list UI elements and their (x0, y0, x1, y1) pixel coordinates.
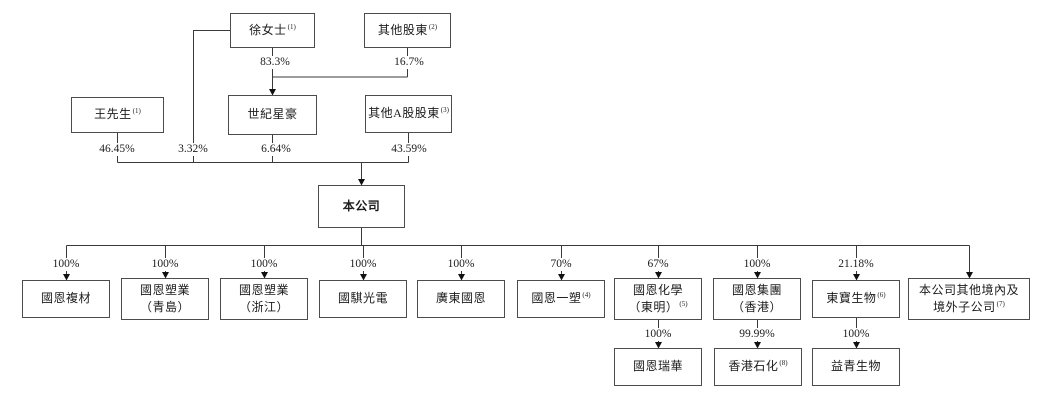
footnote-sup: (6) (877, 291, 886, 300)
footnote-sup: (5) (679, 300, 688, 308)
percent-shiji-to-company: 6.64% (258, 143, 294, 156)
percent-to-fucai: 100% (49, 258, 83, 271)
node-xu-lady: 徐女士(1) (230, 13, 315, 48)
footnote-sup: (1) (132, 107, 141, 116)
node-guoen-yisu: 國恩一塑(4) (517, 280, 605, 318)
node-the-company: 本公司 (318, 185, 405, 228)
footnote-sup: (2) (428, 22, 438, 31)
node-guoen-group-hk: 國恩集團 （香港） (713, 278, 801, 320)
percent-xu-to-shiji: 83.3% (257, 56, 293, 69)
node-other-shareholders: 其他股東(2) (364, 13, 451, 48)
percent-to-yisu: 70% (547, 258, 575, 271)
node-guoen-huaxue-dongming: 國恩化學 （東明）(5) (614, 278, 702, 320)
arrowheads (63, 89, 973, 349)
footnote-sup: (3) (440, 106, 449, 115)
footnote-sup: (7) (996, 300, 1005, 308)
node-guoqi-guangdian: 國騏光電 (319, 280, 407, 318)
percent-to-guangdian: 100% (346, 258, 380, 271)
percent-to-suye-zhejiang: 100% (247, 258, 281, 271)
footnote-sup: (8) (779, 359, 788, 368)
percent-others-to-shiji: 16.7% (391, 56, 427, 69)
percent-wang-to-company: 46.45% (96, 143, 138, 156)
percent-to-yiqing: 100% (839, 328, 873, 341)
percent-xu-to-company: 3.32% (175, 143, 211, 156)
percent-to-dongbao: 21.18% (835, 258, 877, 271)
node-yiqing-bio: 益青生物 (812, 348, 900, 386)
percent-to-huaxue: 67% (644, 258, 672, 271)
percent-to-suye-qingdao: 100% (148, 258, 182, 271)
percent-othera-to-company: 43.59% (388, 143, 430, 156)
node-other-a-shareholders: 其他A股股東(3) (365, 95, 452, 133)
node-other-subsidiaries: 本公司其他境內及 境外子公司(7) (908, 278, 1030, 320)
node-shiji-xinghao: 世紀星豪 (228, 95, 317, 135)
footnote-sup: (1) (287, 22, 296, 31)
node-mr-wang: 王先生(1) (71, 97, 164, 133)
node-guoen-suye-zhejiang: 國恩塑業 （浙江） (220, 278, 308, 320)
node-guangdong-guoen: 廣東國恩 (417, 280, 505, 318)
percent-to-guangdong: 100% (444, 258, 478, 271)
percent-to-jituan: 100% (740, 258, 774, 271)
node-hongkong-petrochemical: 香港石化(8) (714, 348, 802, 386)
footnote-sup: (4) (582, 291, 591, 300)
node-dongbao-bio: 東寶生物(6) (812, 280, 900, 318)
node-guoen-fucai: 國恩複材 (22, 280, 110, 318)
percent-to-ruihua: 100% (641, 328, 675, 341)
percent-to-shihua: 99.99% (736, 328, 778, 341)
node-guoen-ruihua: 國恩瑞華 (614, 348, 702, 386)
node-guoen-suye-qingdao: 國恩塑業 （青島） (121, 278, 209, 320)
